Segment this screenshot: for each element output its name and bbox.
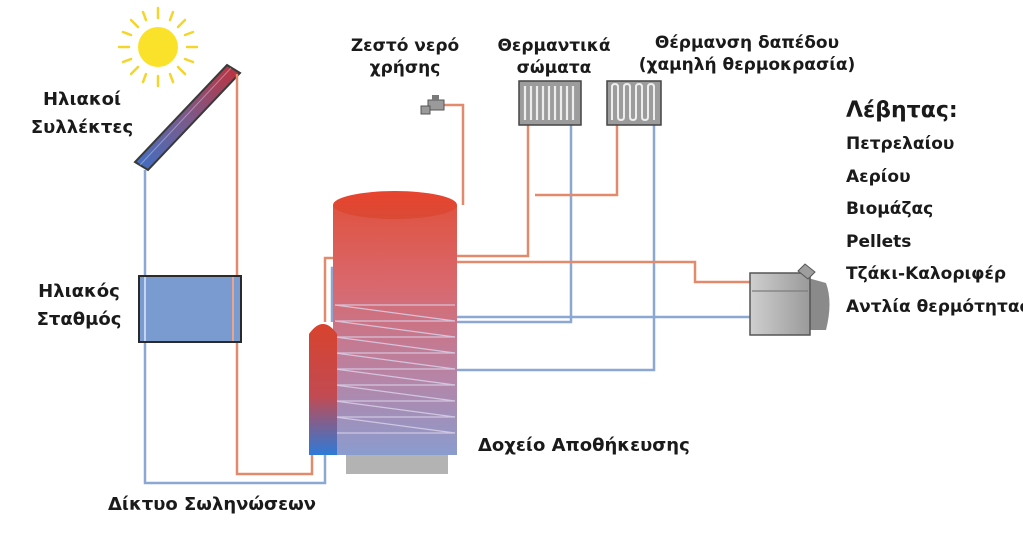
radiators-label-line2: σώματα <box>516 58 592 78</box>
boiler-icon <box>749 263 830 336</box>
storage-tank <box>333 191 457 474</box>
boiler-type-item: Πετρελαίου <box>846 134 955 154</box>
hot-water-label: Ζεστό νερό χρήσης <box>340 35 470 79</box>
sun-icon <box>117 6 199 88</box>
floor-heating-label-line2: (χαμηλή θερμοκρασία) <box>638 55 856 75</box>
boiler-type-item: Βιομάζας <box>846 199 934 219</box>
hot-water-pipe <box>444 103 465 205</box>
hot-water-label-line2: χρήσης <box>369 58 441 78</box>
solar-station-label-line1: Ηλιακός <box>38 281 120 302</box>
floor-heating-label: Θέρμανση δαπέδου (χαμηλή θερμοκρασία) <box>624 32 870 76</box>
solar-station-label-line2: Σταθμός <box>36 309 122 330</box>
solar-collectors-label-line2: Συλλέκτες <box>30 117 134 138</box>
radiators-label: Θερμαντικά σώματα <box>492 35 616 79</box>
boiler-type-item: Αντλία θερμότητας <box>846 296 1023 317</box>
solar-station-label: Ηλιακός Σταθμός <box>24 278 134 334</box>
radiators-label-line1: Θερμαντικά <box>497 36 611 56</box>
expansion-tank <box>309 324 337 455</box>
boiler-types-list: Λέβητας: Πετρελαίου Αερίου Βιομάζας Pell… <box>846 96 1023 323</box>
boiler-type-item: Αερίου <box>846 166 911 187</box>
piping-network-label: Δίκτυο Σωληνώσεων <box>108 494 317 515</box>
solar-collectors-label-line1: Ηλιακοί <box>42 89 121 110</box>
floor-heating-label-line1: Θέρμανση δαπέδου <box>654 33 840 53</box>
storage-tank-label: Δοχείο Αποθήκευσης <box>478 435 690 456</box>
radiator-icon <box>518 80 582 126</box>
boiler-type-item: Pellets <box>846 231 912 252</box>
solar-collectors-label: Ηλιακοί Συλλέκτες <box>22 86 142 142</box>
solar-station-box <box>138 275 242 343</box>
boiler-type-item: Τζάκι-Καλοριφέρ <box>846 264 1007 284</box>
boiler-title: Λέβητας: <box>846 98 958 123</box>
hot-water-label-line1: Ζεστό νερό <box>350 36 460 56</box>
solar-collector-icon <box>133 63 242 172</box>
boiler-pipes <box>457 260 752 319</box>
floor-heating-icon <box>606 80 662 126</box>
radiator-pipes <box>457 125 656 372</box>
faucet-icon <box>420 95 445 115</box>
